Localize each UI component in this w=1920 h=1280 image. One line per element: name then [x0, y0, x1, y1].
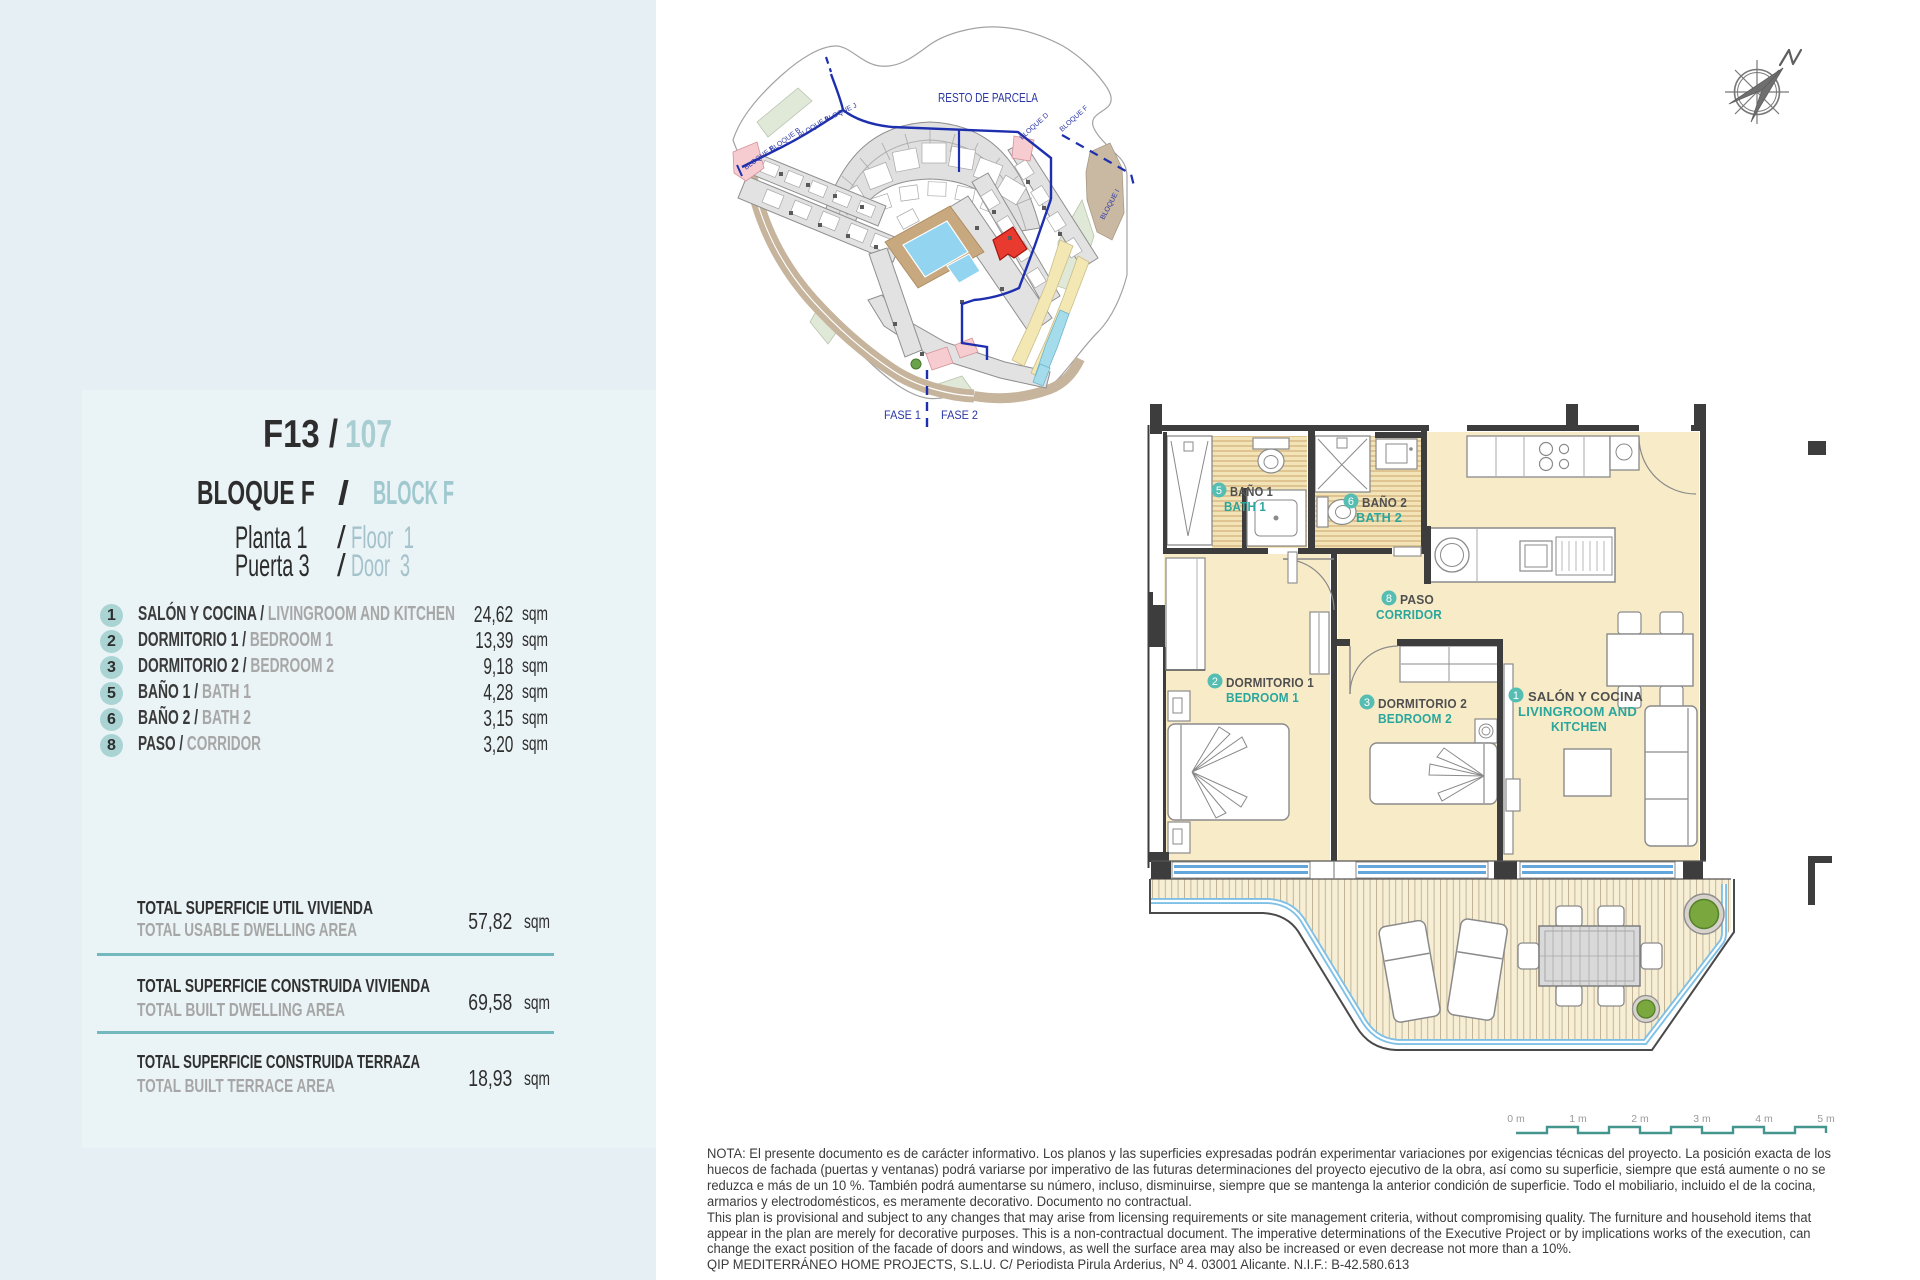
svg-text:BATH 1: BATH 1: [1224, 500, 1266, 514]
svg-text:BEDROOM 2: BEDROOM 2: [1378, 712, 1452, 726]
svg-text:2 m: 2 m: [1631, 1113, 1649, 1125]
svg-text:CORRIDOR: CORRIDOR: [1376, 608, 1442, 622]
svg-text:DORMITORIO 2: DORMITORIO 2: [1378, 696, 1467, 711]
svg-text:2: 2: [1212, 676, 1218, 688]
svg-text:PASO: PASO: [1400, 592, 1434, 607]
svg-text:0 m: 0 m: [1507, 1113, 1525, 1125]
svg-text:SALÓN Y COCINA: SALÓN Y COCINA: [1528, 689, 1643, 704]
svg-text:KITCHEN: KITCHEN: [1551, 720, 1607, 734]
svg-text:4 m: 4 m: [1755, 1113, 1773, 1125]
svg-text:DORMITORIO 1: DORMITORIO 1: [1226, 675, 1314, 690]
svg-text:5: 5: [1216, 485, 1222, 497]
svg-text:1: 1: [1513, 690, 1519, 702]
svg-text:BAÑO 1: BAÑO 1: [1230, 484, 1273, 499]
svg-text:LIVINGROOM AND: LIVINGROOM AND: [1518, 705, 1637, 719]
svg-text:RESTO DE PARCELA: RESTO DE PARCELA: [938, 91, 1039, 105]
svg-text:1 m: 1 m: [1569, 1113, 1587, 1125]
svg-text:FASE 2: FASE 2: [941, 408, 978, 422]
svg-text:BEDROOM 1: BEDROOM 1: [1226, 691, 1299, 705]
svg-text:BAÑO 2: BAÑO 2: [1362, 495, 1407, 510]
svg-text:BATH 2: BATH 2: [1356, 511, 1402, 525]
svg-text:3: 3: [1364, 697, 1370, 709]
svg-text:3 m: 3 m: [1693, 1113, 1711, 1125]
svg-text:FASE 1: FASE 1: [884, 408, 921, 422]
svg-text:8: 8: [1386, 593, 1392, 605]
svg-text:6: 6: [1348, 496, 1354, 508]
svg-text:5 m: 5 m: [1817, 1113, 1835, 1125]
